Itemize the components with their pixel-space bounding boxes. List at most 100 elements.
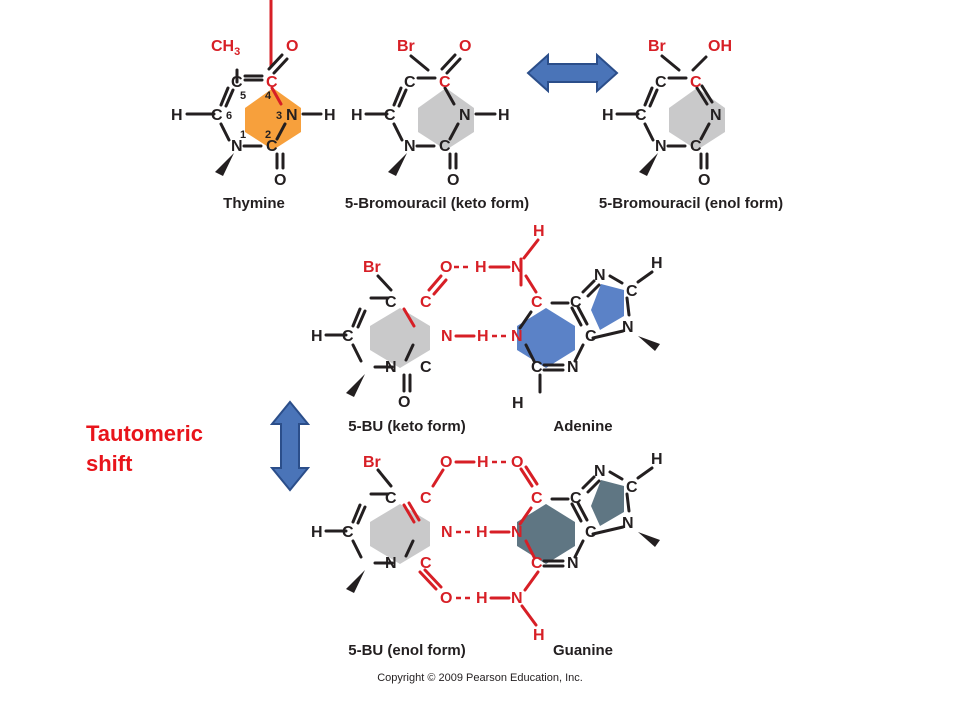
pair1-bu-o4-label: O bbox=[440, 259, 452, 276]
thymine-c6-label: C bbox=[211, 107, 223, 124]
bu-keto-ring-fill bbox=[418, 88, 474, 150]
pair1-bu-h6-label: H bbox=[311, 328, 323, 345]
bu-enol-o2-label: O bbox=[698, 172, 710, 189]
bu-keto-br-label: Br bbox=[397, 38, 415, 55]
guanine-n9-label: N bbox=[622, 515, 634, 532]
bu-enol-c4-label: C bbox=[690, 74, 702, 91]
guanine-n1-label: N bbox=[511, 524, 523, 541]
pair2-bu-c4-label: C bbox=[420, 490, 432, 507]
bu-enol-ring-fill bbox=[669, 88, 725, 150]
bu-enol-guanine-pair: Br O C C C H N N C O H H H bbox=[311, 451, 663, 659]
guanine-c2-label: C bbox=[531, 555, 543, 572]
bu-keto-c2-label: C bbox=[439, 138, 451, 155]
bu-keto-adenine-pair: Br O C C C H N N C O H H bbox=[311, 223, 663, 435]
pair2-h-bottom-label: H bbox=[476, 590, 488, 607]
bu-keto-o2-label: O bbox=[447, 172, 459, 189]
bu-keto-o4-label: O bbox=[459, 38, 471, 55]
tautomer-horizontal-arrow bbox=[526, 52, 619, 94]
thymine-o4-label: O bbox=[286, 38, 298, 55]
bu-keto-n1-label: N bbox=[404, 138, 416, 155]
ring-number-4: 4 bbox=[265, 90, 272, 102]
pair1-bu-c4-label: C bbox=[420, 294, 432, 311]
bu-enol-oh-label: OH bbox=[708, 38, 732, 55]
pair2-bu-c5-label: C bbox=[385, 490, 397, 507]
pair1-h-mid-label: H bbox=[477, 328, 489, 345]
guanine-five-ring-fill bbox=[591, 480, 624, 526]
pair2-bu-br-label: Br bbox=[363, 454, 381, 471]
adenine-five-ring-fill bbox=[591, 284, 624, 330]
copyright-notice: Copyright © 2009 Pearson Education, Inc. bbox=[377, 672, 583, 684]
adenine-c4-label: C bbox=[585, 328, 597, 345]
pair2-bu-c2-label: C bbox=[420, 555, 432, 572]
bu-enol-br-label: Br bbox=[648, 38, 666, 55]
pair1-bu-ring-fill bbox=[370, 308, 430, 368]
guanine-h-amino-label: H bbox=[533, 627, 545, 644]
bu-enol-c5-label: C bbox=[655, 74, 667, 91]
bu-keto-pair-caption: 5-BU (keto form) bbox=[348, 418, 466, 435]
bromouracil-enol-molecule: Br OH C C C H N N C O 5-Bromouracil (eno… bbox=[599, 38, 783, 212]
adenine-c8-label: C bbox=[626, 283, 638, 300]
guanine-c4-label: C bbox=[585, 524, 597, 541]
adenine-h8-label: H bbox=[651, 255, 663, 272]
bu-keto-n3-label: N bbox=[459, 107, 471, 124]
bu-keto-h6-label: H bbox=[351, 107, 363, 124]
pair2-bu-o2-label: O bbox=[440, 590, 452, 607]
bu-keto-c6-label: C bbox=[384, 107, 396, 124]
thymine-c2-label: C bbox=[266, 138, 278, 155]
pair1-bu-c2-label: C bbox=[420, 359, 432, 376]
thymine-ring-fill bbox=[245, 88, 301, 150]
ring-number-6: 6 bbox=[226, 110, 232, 122]
pair1-bu-br-label: Br bbox=[363, 259, 381, 276]
bu-enol-wedge-bond bbox=[639, 153, 658, 176]
adenine-n1-label: N bbox=[511, 328, 523, 345]
guanine-wedge-bond bbox=[638, 532, 660, 547]
adenine-n3-label: N bbox=[567, 359, 579, 376]
thymine-caption: Thymine bbox=[223, 195, 285, 212]
tautomeric-shift-label: Tautomeric shift bbox=[86, 421, 209, 476]
pair2-bu-n1-label: N bbox=[385, 555, 397, 572]
thymine-n3-label: N bbox=[286, 107, 298, 124]
adenine-n6-label: N bbox=[511, 259, 523, 276]
bu-keto-c5-label: C bbox=[404, 74, 416, 91]
adenine-n7-label: N bbox=[594, 267, 606, 284]
tautomer-vertical-arrow bbox=[269, 400, 311, 492]
ring-number-1: 1 bbox=[240, 129, 246, 141]
adenine-n9-label: N bbox=[622, 319, 634, 336]
pair1-bu-wedge-bond bbox=[346, 374, 365, 397]
bu-enol-pair-caption: 5-BU (enol form) bbox=[348, 642, 466, 659]
thymine-wedge-bond bbox=[215, 153, 234, 176]
ring-number-5: 5 bbox=[240, 90, 246, 102]
adenine-h2-label: H bbox=[512, 395, 524, 412]
bu-enol-n1-label: N bbox=[655, 138, 667, 155]
ring-number-3: 3 bbox=[276, 110, 282, 122]
pair1-bu-c5-label: C bbox=[385, 294, 397, 311]
bu-keto-h3-label: H bbox=[498, 107, 510, 124]
adenine-c5-label: C bbox=[570, 294, 582, 311]
pair2-h-top-label: H bbox=[477, 454, 489, 471]
thymine-h6-label: H bbox=[171, 107, 183, 124]
guanine-n3-label: N bbox=[567, 555, 579, 572]
bu-enol-c6-label: C bbox=[635, 107, 647, 124]
pair2-bu-o4-label: O bbox=[440, 454, 452, 471]
bu-enol-h6-label: H bbox=[602, 107, 614, 124]
adenine-c6-label: C bbox=[531, 294, 543, 311]
adenine-wedge-bond bbox=[638, 336, 660, 351]
pair1-bu-n3-label: N bbox=[441, 328, 453, 345]
bu-keto-top-caption: 5-Bromouracil (keto form) bbox=[345, 195, 529, 212]
guanine-c8-label: C bbox=[626, 479, 638, 496]
bu-enol-c2-label: C bbox=[690, 138, 702, 155]
thymine-c5-label: C bbox=[231, 74, 243, 91]
thymine-molecule: CH3 O C C C H N H N C O 5 4 6 3 1 2 Thym… bbox=[171, 0, 336, 212]
pair2-bu-n3-label: N bbox=[441, 524, 453, 541]
pair1-bu-c6-label: C bbox=[342, 328, 354, 345]
bu-keto-wedge-bond bbox=[388, 153, 407, 176]
pair1-h-top-label: H bbox=[475, 259, 487, 276]
thymine-n1-label: N bbox=[231, 138, 243, 155]
pair2-bu-wedge-bond bbox=[346, 570, 365, 593]
pair1-bu-o2-label: O bbox=[398, 394, 410, 411]
methyl-label: CH3 bbox=[211, 38, 240, 58]
guanine-h8-label: H bbox=[651, 451, 663, 468]
bu-enol-n3-label: N bbox=[710, 107, 722, 124]
